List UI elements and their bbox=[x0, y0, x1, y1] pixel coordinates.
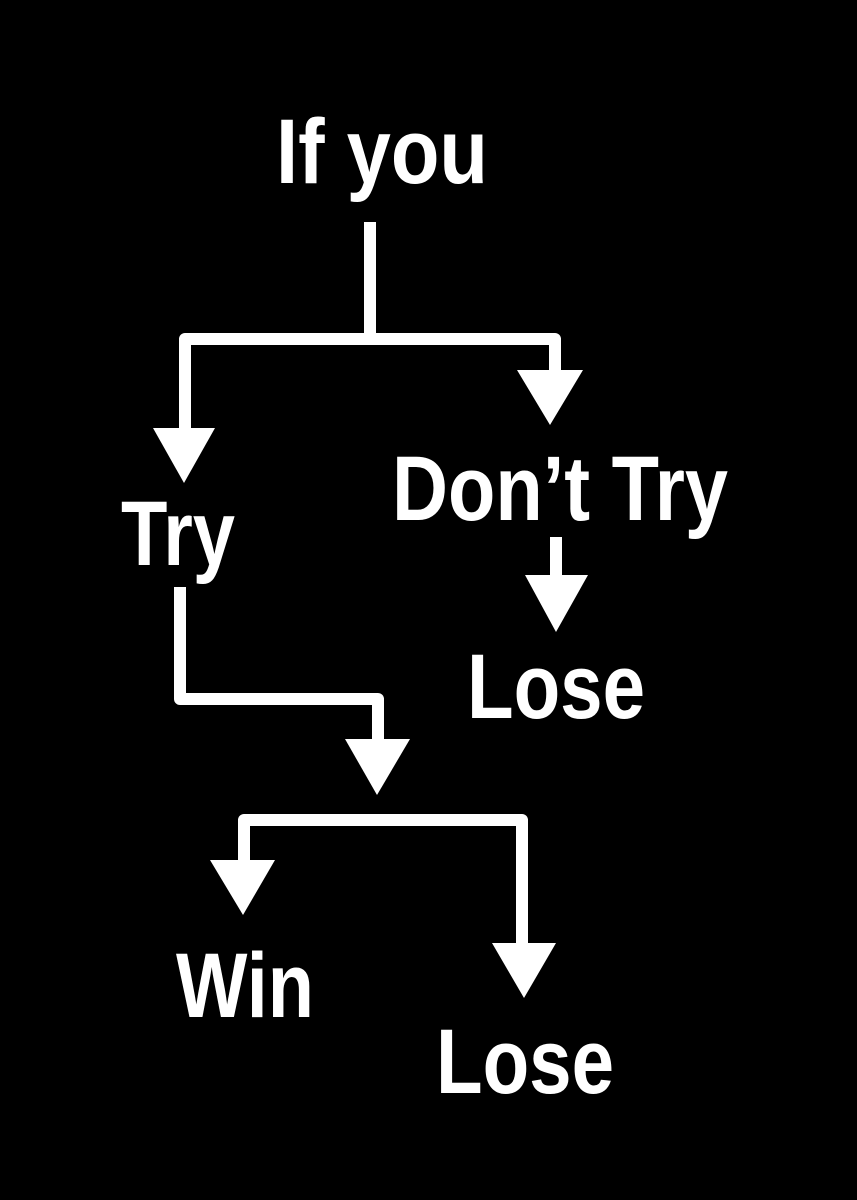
arrow-to-dont-icon bbox=[517, 370, 583, 425]
arrow-to-win-icon bbox=[210, 860, 275, 915]
arrow-to-try-icon bbox=[153, 428, 215, 483]
node-if-you: If you bbox=[276, 101, 488, 203]
node-dont-try: Don’t Try bbox=[392, 438, 728, 540]
arrow-to-lose1-icon bbox=[525, 575, 588, 632]
connector-outcome-split bbox=[238, 814, 528, 945]
arrow-to-outcome-icon bbox=[345, 739, 410, 795]
arrowheads bbox=[153, 370, 588, 998]
arrow-to-lose2-icon bbox=[492, 943, 556, 998]
node-lose-try: Lose bbox=[436, 1011, 614, 1113]
connector-try-to-outcome bbox=[174, 587, 384, 741]
connectors bbox=[174, 222, 562, 945]
node-win: Win bbox=[176, 935, 314, 1037]
connector-ifyou-split bbox=[179, 222, 561, 430]
node-lose-dont-try: Lose bbox=[467, 636, 645, 738]
node-try: Try bbox=[121, 483, 235, 585]
